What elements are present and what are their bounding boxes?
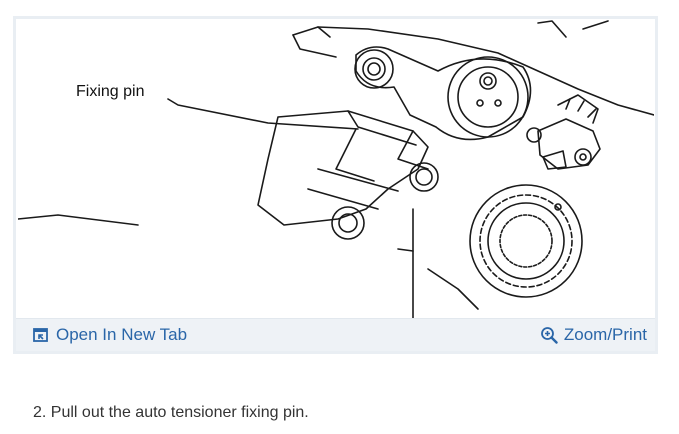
open-in-new-tab-button[interactable]: Open In New Tab (32, 325, 187, 345)
zoom-print-button[interactable]: Zoom/Print (540, 325, 647, 345)
figure-card: Fixing pin Open In New Tab Zoom/Prin (13, 16, 658, 354)
external-window-icon (32, 326, 50, 344)
image-toolbar: Open In New Tab Zoom/Print (16, 318, 655, 351)
open-in-new-tab-label: Open In New Tab (56, 325, 188, 344)
engine-line-drawing (18, 20, 654, 319)
step-instruction: 2. Pull out the auto tensioner fixing pi… (33, 404, 309, 421)
tensioner-diagram: Fixing pin (18, 19, 654, 319)
zoom-print-label: Zoom/Print (563, 325, 647, 344)
callout-fixing-pin: Fixing pin (76, 83, 145, 100)
magnifier-plus-icon (540, 326, 558, 344)
